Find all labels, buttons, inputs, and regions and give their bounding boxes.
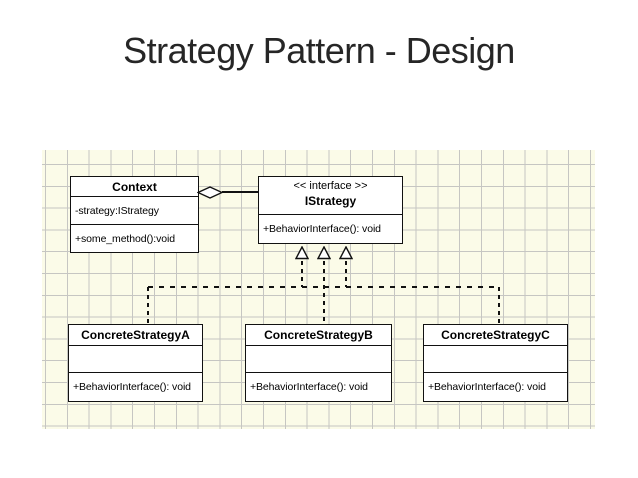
class-box-istrategy: << interface >> IStrategy +BehaviorInter… — [258, 176, 403, 244]
method-text: +BehaviorInterface(): void — [263, 223, 381, 235]
stereotype-label: << interface >> — [293, 180, 368, 192]
class-name-istrategy: IStrategy — [304, 194, 357, 208]
class-attributes-concretestrategyb — [246, 345, 391, 372]
method-text: +some_method():void — [75, 232, 175, 245]
realization-triangle-icon — [317, 246, 331, 260]
attribute-text: -strategy:IStrategy — [75, 204, 159, 217]
class-name-concretestrategya: ConcreteStrategyA — [81, 328, 190, 342]
class-box-concretestrategyb: ConcreteStrategyB +BehaviorInterface(): … — [245, 324, 392, 402]
class-name-concretestrategyc: ConcreteStrategyC — [441, 328, 550, 342]
class-box-concretestrategyc: ConcreteStrategyC +BehaviorInterface(): … — [423, 324, 568, 402]
realization-triangle-icon — [295, 246, 309, 260]
class-attributes-concretestrategya — [69, 345, 202, 372]
realization-dashed-drop-c — [498, 287, 500, 324]
association-line — [222, 191, 258, 193]
class-name-concretestrategyb: ConcreteStrategyB — [264, 328, 373, 342]
class-box-concretestrategya: ConcreteStrategyA +BehaviorInterface(): … — [68, 324, 203, 402]
method-text: +BehaviorInterface(): void — [428, 381, 546, 393]
realization-dashed-line-middle — [323, 261, 325, 324]
aggregation-diamond-icon — [197, 186, 223, 199]
class-methods-context: +some_method():void — [71, 224, 198, 252]
class-methods-concretestrategyb: +BehaviorInterface(): void — [246, 372, 391, 401]
realization-dashed-drop-a — [147, 287, 149, 324]
realization-dashed-stub-left — [301, 261, 303, 287]
class-name-context: Context — [112, 179, 157, 194]
realization-dashed-line-horizontal — [148, 286, 500, 288]
interface-header: << interface >> IStrategy — [259, 177, 402, 214]
realization-triangle-icon — [339, 246, 353, 260]
method-text: +BehaviorInterface(): void — [73, 381, 191, 393]
realization-dashed-stub-right — [345, 261, 347, 287]
class-methods-concretestrategya: +BehaviorInterface(): void — [69, 372, 202, 401]
class-box-context: Context -strategy:IStrategy +some_method… — [70, 176, 199, 253]
class-attributes-context: -strategy:IStrategy — [71, 196, 198, 224]
class-attributes-concretestrategyc — [424, 345, 567, 372]
slide-title: Strategy Pattern - Design — [123, 30, 515, 71]
method-text: +BehaviorInterface(): void — [250, 381, 368, 393]
class-methods-istrategy: +BehaviorInterface(): void — [259, 214, 402, 243]
class-methods-concretestrategyc: +BehaviorInterface(): void — [424, 372, 567, 401]
